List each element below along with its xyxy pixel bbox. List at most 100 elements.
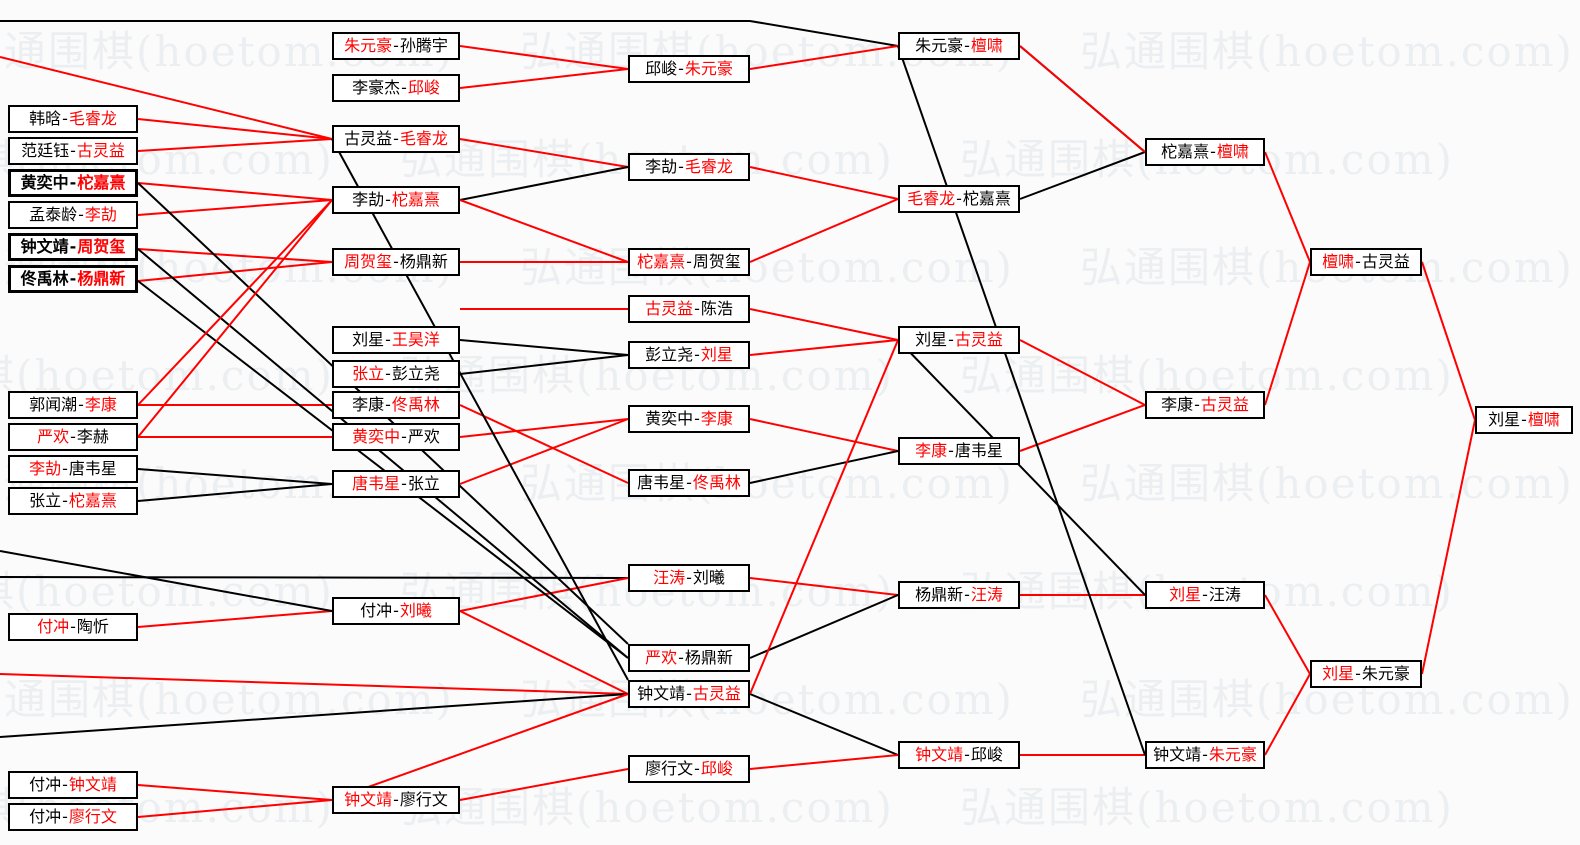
player-left: 彭立尧 xyxy=(645,345,694,364)
match-box[interactable]: 钟文靖-朱元豪 xyxy=(1145,741,1265,769)
vs-separator: - xyxy=(62,491,68,510)
match-box[interactable]: 刘星-檀啸 xyxy=(1475,406,1573,434)
vs-separator: - xyxy=(401,474,407,493)
match-box[interactable]: 李康-佟禹林 xyxy=(332,391,460,419)
player-right: 朱元豪 xyxy=(684,59,733,78)
player-right: 廖行文 xyxy=(399,790,448,809)
vs-separator: - xyxy=(686,473,692,492)
player-right: 汪涛 xyxy=(970,585,1003,604)
vs-separator: - xyxy=(1355,252,1361,271)
match-box[interactable]: 黄奕中-李康 xyxy=(628,405,750,433)
player-left: 孟泰龄 xyxy=(29,205,78,224)
vs-separator: - xyxy=(393,129,399,148)
player-right: 刘星 xyxy=(700,345,733,364)
player-left: 张立 xyxy=(352,364,385,383)
match-box[interactable]: 汪涛-刘曦 xyxy=(628,564,750,592)
match-box[interactable]: 刘星-王昊洋 xyxy=(332,326,460,354)
match-box[interactable]: 李康-古灵益 xyxy=(1145,391,1265,419)
vs-separator: - xyxy=(964,745,970,764)
match-box[interactable]: 周贺玺-杨鼎新 xyxy=(332,248,460,276)
vs-separator: - xyxy=(686,684,692,703)
player-right: 刘曦 xyxy=(399,601,432,620)
vs-separator: - xyxy=(393,36,399,55)
player-right: 邱峻 xyxy=(970,745,1003,764)
player-right: 柁嘉熹 xyxy=(68,491,117,510)
player-right: 彭立尧 xyxy=(391,364,440,383)
vs-separator: - xyxy=(385,330,391,349)
match-box[interactable]: 李劼-毛睿龙 xyxy=(628,153,750,181)
player-right: 古灵益 xyxy=(954,330,1003,349)
player-left: 古灵益 xyxy=(645,299,694,318)
match-box[interactable]: 严欢-杨鼎新 xyxy=(628,644,750,672)
player-right: 孙腾宇 xyxy=(399,36,448,55)
player-left: 钟文靖 xyxy=(1153,745,1202,764)
vs-separator: - xyxy=(686,568,692,587)
match-box[interactable]: 柁嘉熹-檀啸 xyxy=(1145,138,1265,166)
match-box[interactable]: 付冲-陶忻 xyxy=(8,613,138,641)
match-box[interactable]: 孟泰龄-李劼 xyxy=(8,201,138,229)
match-box[interactable]: 钟文靖-邱峻 xyxy=(898,741,1020,769)
player-right: 李康 xyxy=(700,409,733,428)
match-box[interactable]: 李劼-柁嘉熹 xyxy=(332,186,460,214)
vs-separator: - xyxy=(393,252,399,271)
player-left: 李劼 xyxy=(352,190,385,209)
vs-separator: - xyxy=(401,427,407,446)
match-box[interactable]: 刘星-古灵益 xyxy=(898,326,1020,354)
match-box[interactable]: 彭立尧-刘星 xyxy=(628,341,750,369)
match-box[interactable]: 黄奕中-柁嘉熹 xyxy=(8,169,138,197)
match-box[interactable]: 李康-唐韦星 xyxy=(898,437,1020,465)
vs-separator: - xyxy=(393,601,399,620)
match-box[interactable]: 刘星-汪涛 xyxy=(1145,581,1265,609)
player-right: 柁嘉熹 xyxy=(391,190,440,209)
match-box[interactable]: 廖行文-邱峻 xyxy=(628,755,750,783)
vs-separator: - xyxy=(393,790,399,809)
player-left: 韩晗 xyxy=(29,109,62,128)
match-box[interactable]: 毛睿龙-柁嘉熹 xyxy=(898,185,1020,213)
player-left: 邱峻 xyxy=(645,59,678,78)
match-box[interactable]: 钟文靖-廖行文 xyxy=(332,786,460,814)
player-right: 古灵益 xyxy=(76,141,125,160)
match-box[interactable]: 唐韦星-佟禹林 xyxy=(628,469,750,497)
match-box[interactable]: 朱元豪-檀啸 xyxy=(898,32,1020,60)
player-right: 王昊洋 xyxy=(391,330,440,349)
player-right: 邱峻 xyxy=(700,759,733,778)
vs-separator: - xyxy=(62,775,68,794)
match-box[interactable]: 钟文靖-古灵益 xyxy=(628,680,750,708)
player-right: 陶忻 xyxy=(76,617,109,636)
match-box[interactable]: 柁嘉熹-周贺玺 xyxy=(628,248,750,276)
match-box[interactable]: 严欢-李赫 xyxy=(8,423,138,451)
match-box[interactable]: 郭闻潮-李康 xyxy=(8,391,138,419)
vs-separator: - xyxy=(385,395,391,414)
match-box[interactable]: 付冲-廖行文 xyxy=(8,803,138,831)
match-box[interactable]: 张立-彭立尧 xyxy=(332,360,460,388)
player-right: 古灵益 xyxy=(692,684,741,703)
vs-separator: - xyxy=(686,252,692,271)
match-box[interactable]: 范廷钰-古灵益 xyxy=(8,137,138,165)
player-left: 刘星 xyxy=(1169,585,1202,604)
match-box[interactable]: 佟禹林-杨鼎新 xyxy=(8,265,138,293)
vs-separator: - xyxy=(956,189,962,208)
match-box[interactable]: 杨鼎新-汪涛 xyxy=(898,581,1020,609)
match-box[interactable]: 唐韦星-张立 xyxy=(332,470,460,498)
match-box[interactable]: 古灵益-毛睿龙 xyxy=(332,125,460,153)
player-left: 张立 xyxy=(29,491,62,510)
match-box[interactable]: 朱元豪-孙腾宇 xyxy=(332,32,460,60)
match-box[interactable]: 古灵益-陈浩 xyxy=(628,295,750,323)
player-left: 刘星 xyxy=(915,330,948,349)
player-left: 佟禹林 xyxy=(20,269,69,288)
match-box[interactable]: 李劼-唐韦星 xyxy=(8,455,138,483)
player-right: 李康 xyxy=(84,395,117,414)
match-box[interactable]: 刘星-朱元豪 xyxy=(1310,660,1422,688)
match-box[interactable]: 张立-柁嘉熹 xyxy=(8,487,138,515)
match-box[interactable]: 邱峻-朱元豪 xyxy=(628,55,750,83)
player-right: 佟禹林 xyxy=(692,473,741,492)
player-right: 古灵益 xyxy=(1200,395,1249,414)
match-box[interactable]: 付冲-刘曦 xyxy=(332,597,460,625)
player-right: 毛睿龙 xyxy=(68,109,117,128)
match-box[interactable]: 黄奕中-严欢 xyxy=(332,423,460,451)
match-box[interactable]: 檀啸-古灵益 xyxy=(1310,248,1422,276)
match-box[interactable]: 李豪杰-邱峻 xyxy=(332,74,460,102)
match-box[interactable]: 付冲-钟文靖 xyxy=(8,771,138,799)
match-box[interactable]: 钟文靖-周贺玺 xyxy=(8,233,138,261)
match-box[interactable]: 韩晗-毛睿龙 xyxy=(8,105,138,133)
